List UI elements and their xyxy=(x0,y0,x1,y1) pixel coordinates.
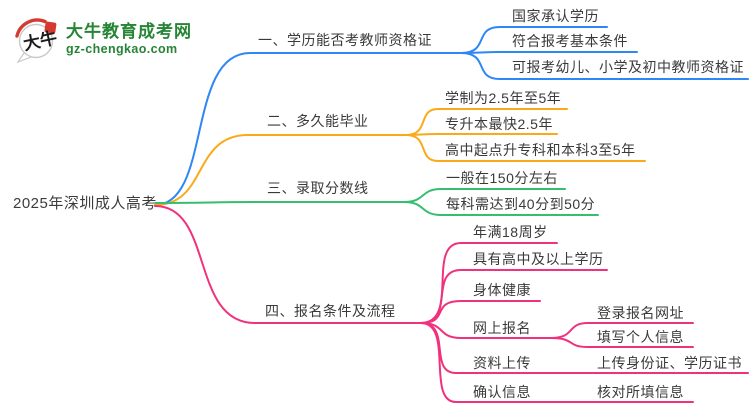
branch-line xyxy=(403,201,599,216)
branch-4-child-2: 具有高中及以上学历 xyxy=(473,251,604,267)
branch-line xyxy=(154,134,407,206)
branch-line xyxy=(460,51,638,54)
branch-3-node: 三、录取分数线 xyxy=(267,180,369,196)
branch-3-child-2: 每科需达到40分到50分 xyxy=(446,196,596,212)
branch-2-child-3: 高中起点升专科和本科3至5年 xyxy=(445,142,636,158)
branch-4-child-6-sub-1: 核对所填信息 xyxy=(597,384,684,400)
logo-domain: gz-chengkao.com xyxy=(66,42,178,56)
branch-4-node: 四、报名条件及流程 xyxy=(265,303,396,319)
branch-4-child-4: 网上报名 xyxy=(473,320,531,336)
branch-2-node: 二、多久能毕业 xyxy=(267,113,369,129)
branch-4-child-5: 资料上传 xyxy=(473,355,531,371)
logo-bubble-icon: 大牛 xyxy=(15,18,59,64)
branch-4-child-4-sub-1: 登录报名网址 xyxy=(597,305,684,321)
branch-line xyxy=(405,133,558,136)
branch-1-child-2: 符合报考基本条件 xyxy=(512,33,628,49)
branch-line xyxy=(405,134,646,162)
branch-4-child-3: 身体健康 xyxy=(473,282,531,298)
logo: 大牛 大牛教育成考网 gz-chengkao.com xyxy=(12,14,192,64)
branch-4-child-4-sub-2: 填写个人信息 xyxy=(597,329,684,345)
logo-brand-name: 大牛教育成考网 xyxy=(66,22,192,41)
branch-2-child-2: 专升本最快2.5年 xyxy=(445,116,553,132)
branch-line xyxy=(420,300,541,324)
branch-4-child-6: 确认信息 xyxy=(473,384,531,400)
branch-line xyxy=(460,52,749,80)
branch-1-node: 一、学历能否考教师资格证 xyxy=(258,32,432,48)
branch-line xyxy=(154,201,405,204)
root-node: 2025年深圳成人高考 xyxy=(13,195,157,212)
branch-2-child-1: 学制为2.5年至5年 xyxy=(445,90,562,106)
branch-1-child-1: 国家承认学历 xyxy=(512,8,599,24)
branch-line xyxy=(420,269,608,324)
logo-text: 大牛教育成考网 gz-chengkao.com xyxy=(66,21,192,57)
branch-line xyxy=(420,322,694,403)
branch-1-child-3: 可报考幼儿、小学及初中教师资格证 xyxy=(512,59,744,75)
branch-line xyxy=(154,52,462,206)
branch-line xyxy=(550,337,694,348)
branch-line xyxy=(154,205,422,324)
branch-4-child-1: 年满18周岁 xyxy=(473,224,548,240)
branch-3-child-1: 一般在150分左右 xyxy=(446,170,558,186)
branch-4-child-5-sub-1: 上传身份证、学历证书 xyxy=(597,355,742,371)
